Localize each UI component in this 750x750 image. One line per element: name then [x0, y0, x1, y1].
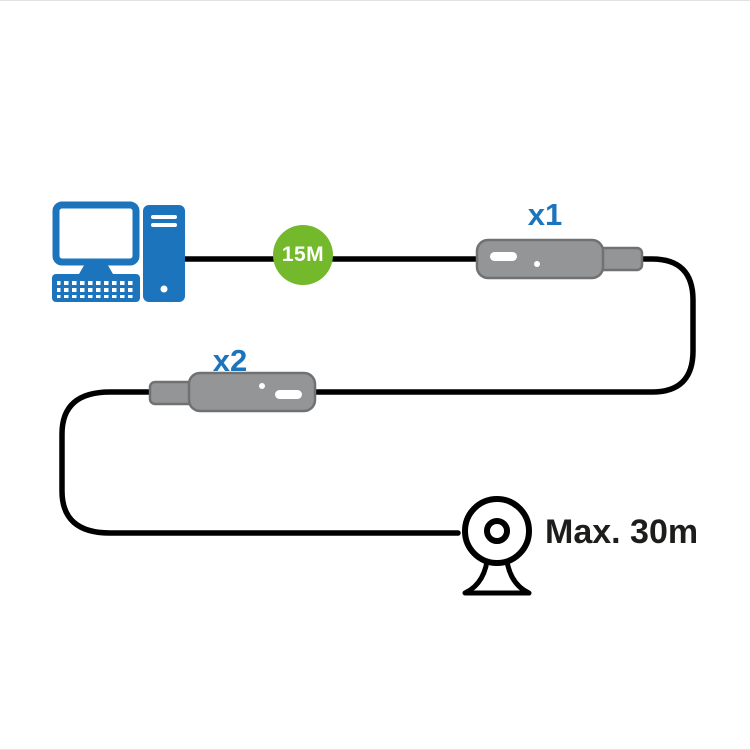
computer-icon — [52, 201, 185, 302]
extender2-count-label: x2 — [212, 343, 248, 378]
extender2-body — [187, 371, 317, 413]
extender2-led — [259, 383, 265, 389]
cable-length-badge: 15M — [273, 225, 333, 285]
tower-vent-1 — [151, 215, 177, 219]
extender1-body — [475, 238, 605, 280]
extender1-slot — [490, 252, 517, 261]
tower-case — [143, 205, 185, 302]
monitor-stand — [79, 262, 113, 274]
extender1-led — [534, 261, 540, 267]
cable-line — [59, 256, 696, 536]
keyboard-keys — [57, 278, 136, 298]
max-distance-label: Max. 30m — [545, 513, 699, 551]
usb-extender-1-icon — [475, 238, 644, 280]
extender2-slot — [275, 390, 302, 399]
tower-power-button — [160, 285, 168, 293]
extender1-count-label: x1 — [527, 197, 563, 232]
webcam-lens — [484, 518, 510, 544]
extender2-plug — [148, 380, 196, 406]
cable-length-label: 15M — [281, 243, 325, 266]
tower-vent-2 — [151, 223, 177, 227]
webcam-icon — [462, 496, 532, 596]
usb-extender-2-icon — [148, 371, 317, 413]
monitor-frame — [52, 201, 140, 266]
extender1-plug — [596, 246, 644, 272]
